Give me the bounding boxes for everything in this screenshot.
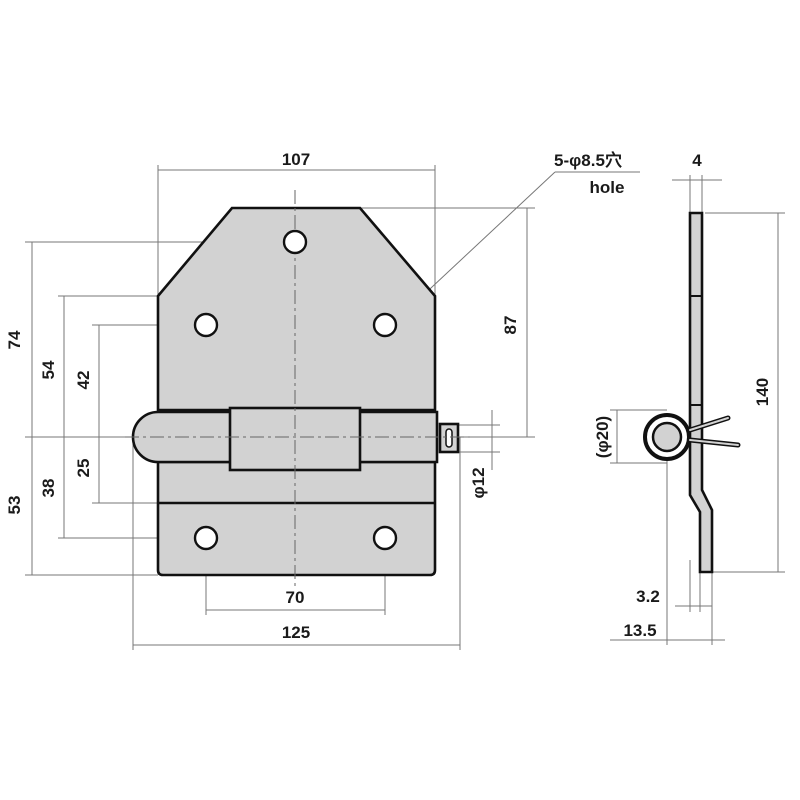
upper-leaf	[156, 206, 437, 412]
dim-38: 38	[39, 479, 58, 498]
hole	[372, 525, 398, 551]
mounting-holes	[193, 229, 398, 551]
dim-53: 53	[5, 496, 24, 515]
lower-leaf	[156, 460, 437, 577]
hole	[372, 312, 398, 338]
hole	[193, 525, 219, 551]
dim-phi12: φ12	[469, 467, 488, 498]
dim-107: 107	[282, 150, 310, 169]
dimension-labels: 107 5-φ8.5穴 hole 4 74 54 42 53 38 25 87 …	[5, 150, 772, 642]
side-view	[643, 211, 741, 574]
dim-125: 125	[282, 623, 310, 642]
dim-4: 4	[692, 151, 702, 170]
hole	[282, 229, 308, 255]
dim-74: 74	[5, 330, 24, 349]
dim-phi20: (φ20)	[593, 416, 612, 458]
dim-87: 87	[501, 316, 520, 335]
hole	[193, 312, 219, 338]
dim-13-5: 13.5	[623, 621, 656, 640]
dim-140: 140	[753, 378, 772, 406]
dim-54: 54	[39, 360, 58, 379]
dim-3-2: 3.2	[636, 587, 660, 606]
front-view	[125, 190, 470, 590]
dim-25: 25	[74, 459, 93, 478]
hole-spec-en: hole	[590, 178, 625, 197]
dim-70: 70	[286, 588, 305, 607]
hole-spec: 5-φ8.5穴	[554, 150, 622, 170]
dim-42: 42	[74, 371, 93, 390]
